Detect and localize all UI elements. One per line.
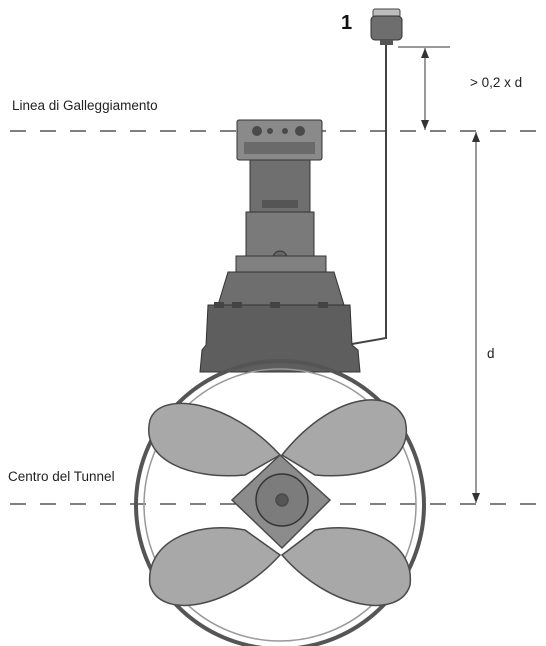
control-unit-icon <box>370 8 403 45</box>
min-depth-dimension <box>398 46 450 130</box>
cable-line <box>351 45 387 345</box>
min-depth-label: > 0,2 x d <box>470 75 523 90</box>
tunnel-ring <box>134 359 426 646</box>
tunnel-center-label: Centro del Tunnel <box>8 469 115 484</box>
depth-dimension <box>472 132 480 503</box>
propeller <box>147 399 412 607</box>
depth-label: d <box>487 346 495 361</box>
callout-number: 1 <box>341 12 353 34</box>
waterline-label: Linea di Galleggiamento <box>12 98 158 113</box>
thruster-motor <box>199 119 361 373</box>
